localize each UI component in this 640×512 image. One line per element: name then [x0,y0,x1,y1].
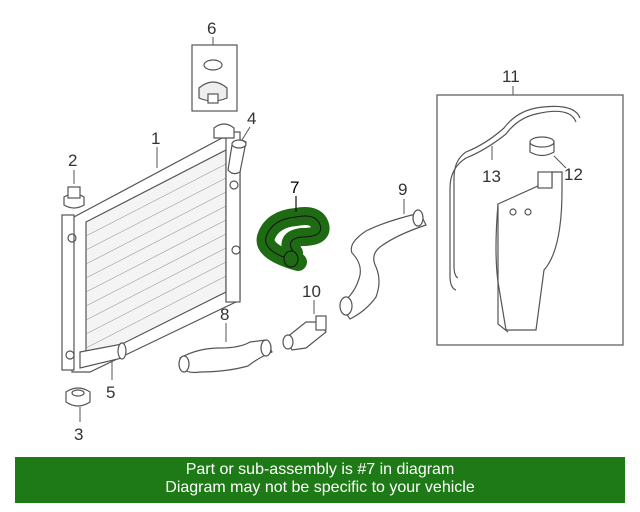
part-7-hose-highlighted[interactable] [256,207,330,271]
callout-5: 5 [106,383,115,402]
callout-1: 1 [151,129,160,148]
part-13-overflow-hose[interactable] [449,105,581,291]
part-11-reservoir-assembly[interactable] [436,94,624,346]
callout-13: 13 [482,167,501,186]
part-8-hose[interactable] [178,339,273,374]
part-10-water-outlet[interactable] [282,315,327,351]
callout-3: 3 [74,425,83,444]
part-2-mount-bushing[interactable] [63,186,85,209]
part-6-radiator-cap[interactable] [191,44,238,112]
part-3-lower-bushing[interactable] [65,387,91,407]
callout-2: 2 [68,151,77,170]
callout-10: 10 [302,282,321,301]
callout-11: 11 [502,67,520,86]
callout-6: 6 [207,19,216,38]
part-5-lower-hose[interactable] [79,342,127,369]
part-9-upper-hose[interactable] [339,209,427,320]
callout-7: 7 [290,178,299,197]
callout-12: 12 [564,165,583,184]
banner-line-2: Diagram may not be specific to your vehi… [165,479,475,496]
callout-4: 4 [247,109,256,128]
callout-8: 8 [220,305,229,324]
parts-diagram: 6 1 4 [61,19,624,444]
part-1-radiator[interactable] [61,123,241,373]
banner-line-1: Part or sub-assembly is #7 in diagram [185,461,455,478]
part-12-reservoir-cap[interactable] [529,136,555,157]
coolant-reservoir-tank[interactable] [495,171,563,333]
callout-9: 9 [398,180,407,199]
info-banner: Part or sub-assembly is #7 in diagram Di… [15,457,625,503]
part-4-filler-neck[interactable] [227,139,247,175]
